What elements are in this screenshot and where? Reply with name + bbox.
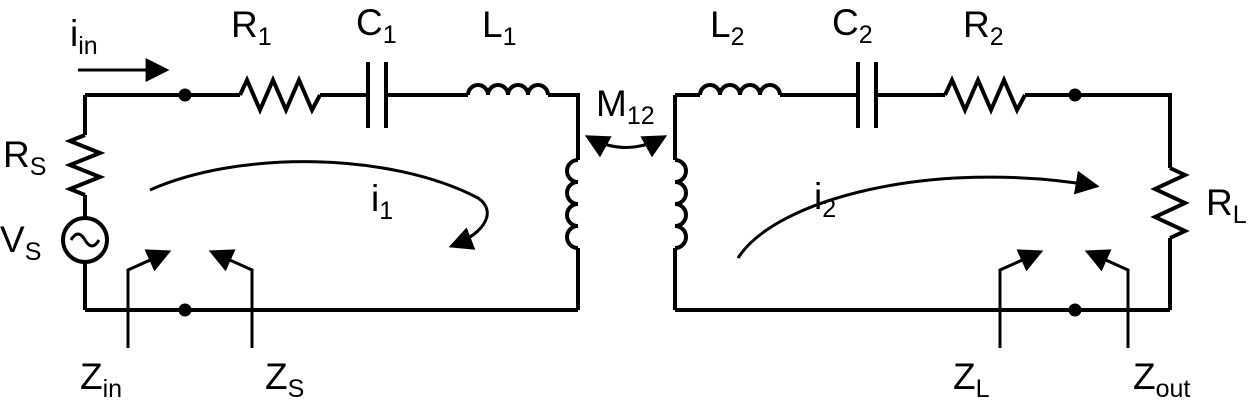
label-rs: RS bbox=[3, 134, 47, 181]
label-i2: i2 bbox=[814, 176, 837, 223]
capacitor-c2 bbox=[856, 62, 878, 128]
z-out-arrow-icon bbox=[1084, 249, 1130, 348]
label-vs: VS bbox=[0, 219, 42, 266]
wire bbox=[548, 93, 580, 160]
label-z-in: Zin bbox=[80, 356, 123, 403]
label-r2: R2 bbox=[963, 4, 1004, 51]
resistor-rs bbox=[64, 133, 106, 197]
label-z-out: Zout bbox=[1133, 356, 1191, 403]
label-z-l: ZL bbox=[953, 356, 990, 403]
label-l1: L1 bbox=[482, 4, 517, 51]
resistor-rl bbox=[1150, 166, 1190, 240]
secondary-loop-wires bbox=[673, 62, 1190, 312]
label-m12: M12 bbox=[596, 83, 655, 130]
z-in-arrow-icon bbox=[126, 249, 172, 348]
mutual-coupling-arrow-icon bbox=[584, 135, 668, 158]
label-rl: RL bbox=[1206, 182, 1247, 229]
label-c1: C1 bbox=[356, 2, 397, 49]
node-dot bbox=[1068, 88, 1082, 102]
inductor-l1 bbox=[466, 83, 550, 96]
inductor-l2 bbox=[698, 83, 782, 96]
node-dot bbox=[1068, 303, 1082, 317]
resistor-r2 bbox=[943, 74, 1027, 116]
wire bbox=[1025, 93, 1172, 168]
label-c2: C2 bbox=[832, 2, 873, 49]
i2-loop-arrow-icon bbox=[736, 170, 1100, 259]
z-s-arrow-icon bbox=[208, 249, 254, 348]
coupling-coil-secondary bbox=[674, 158, 688, 250]
label-l2: L2 bbox=[710, 4, 745, 51]
resistor-r1 bbox=[238, 74, 322, 116]
capacitor-c1 bbox=[366, 62, 388, 128]
node-dot bbox=[178, 88, 192, 102]
primary-loop-wires bbox=[61, 62, 580, 312]
connection-nodes bbox=[178, 88, 1082, 317]
label-r1: R1 bbox=[231, 4, 272, 51]
label-i-in: iin bbox=[70, 13, 98, 60]
label-i1: i1 bbox=[371, 178, 394, 225]
node-dot bbox=[178, 303, 192, 317]
i1-loop-arrow-icon bbox=[149, 160, 489, 250]
label-z-s: ZS bbox=[265, 356, 305, 403]
annotation-arrows bbox=[78, 58, 1130, 348]
z-l-arrow-icon bbox=[998, 249, 1044, 348]
sine-wave-icon bbox=[69, 232, 101, 248]
coupling-coil-primary bbox=[565, 158, 579, 250]
